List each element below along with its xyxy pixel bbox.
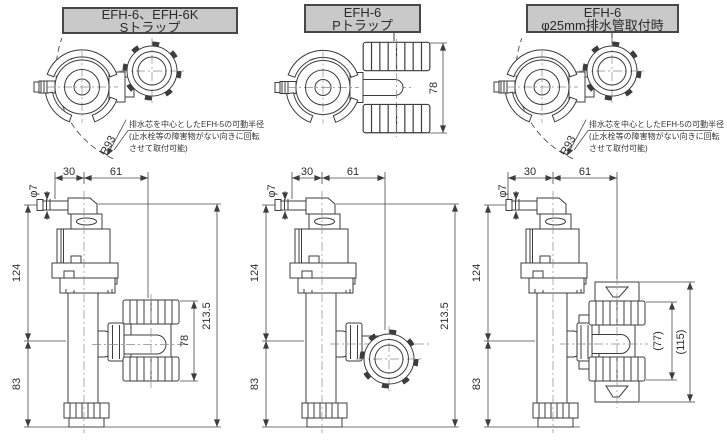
dim-77: (77) xyxy=(652,331,664,351)
dim-30: 30 xyxy=(524,166,536,178)
dim-61: 61 xyxy=(110,166,122,178)
dim-83: 83 xyxy=(11,378,23,390)
dim-phi7: φ7 xyxy=(497,184,509,197)
variant-label-line2: φ25mm排水管取付時 xyxy=(541,17,664,33)
dim-213-5: 213.5 xyxy=(439,302,451,330)
variant-label-line1: EFH-6 xyxy=(583,4,622,20)
rotation-note-line1: 排水芯を中心としたEFH-5の可動半径 xyxy=(589,120,725,129)
rotation-note-line1: 排水芯を中心としたEFH-5の可動半径 xyxy=(129,120,265,129)
r93-radius-line xyxy=(566,119,587,156)
variant-label-line2: Sトラップ xyxy=(119,19,181,35)
rotation-note: 排水芯を中心としたEFH-5の可動半径 (止水栓等の障害物がない向きに回転 させ… xyxy=(589,119,724,155)
panel2-dimensions: 30 61 φ7 124 83 213.5 xyxy=(249,166,459,428)
dim-124: 124 xyxy=(249,264,261,282)
variant-label-p-trap: EFH-6 Pトラップ xyxy=(304,4,421,33)
stop-valve-top xyxy=(493,49,579,124)
rotation-note-line2: (止水栓等の障害物がない向きに回転 xyxy=(129,132,260,141)
panel1-top-view: R93 xyxy=(33,38,252,160)
panel3-front-view xyxy=(505,190,648,434)
faucet-front xyxy=(274,190,357,434)
faucet-front xyxy=(36,190,119,434)
dim-78-top: 78 xyxy=(428,82,440,94)
rotation-note-line3: させて取付可能) xyxy=(129,144,188,153)
radius-label: R93 xyxy=(98,134,118,157)
dim-61: 61 xyxy=(579,166,591,178)
dim-83: 83 xyxy=(471,378,483,390)
dim-30: 30 xyxy=(63,166,75,178)
dim-61: 61 xyxy=(347,166,359,178)
dim-124: 124 xyxy=(11,264,23,282)
note-leader xyxy=(573,130,712,151)
stop-valve-top xyxy=(274,49,360,124)
panel3-dimensions: 30 61 φ7 124 83 (77) (115) xyxy=(471,166,695,428)
variant-label-line2: Pトラップ xyxy=(332,17,393,33)
dim-phi7: φ7 xyxy=(28,184,40,197)
rotation-note-line3: させて取付可能) xyxy=(589,144,648,153)
r93-arc xyxy=(55,38,114,160)
rotation-note-line2: (止水栓等の障害物がない向きに回転 xyxy=(589,132,720,141)
panel2-top-view: 78 xyxy=(274,33,447,137)
dim-115: (115) xyxy=(675,330,687,355)
panel1-dimensions: 30 61 φ7 124 83 78 213.5 xyxy=(11,166,221,428)
variant-label-25mm: EFH-6 φ25mm排水管取付時 xyxy=(526,4,679,33)
r93-radius-line xyxy=(106,119,127,156)
radius-label: R93 xyxy=(558,134,578,157)
variant-label-s-trap: EFH-6、EFH-6K Sトラップ xyxy=(62,7,238,34)
panel2-front-view xyxy=(274,190,430,434)
rotation-note: 排水芯を中心としたEFH-5の可動半径 (止水栓等の障害物がない向きに回転 させ… xyxy=(129,119,264,155)
dim-213-5: 213.5 xyxy=(201,302,213,330)
dim-phi7: φ7 xyxy=(266,184,278,197)
dim-30: 30 xyxy=(301,166,313,178)
variant-label-line1: EFH-6 xyxy=(343,4,382,20)
stop-valve-top xyxy=(33,49,119,124)
variant-label-line1: EFH-6、EFH-6K xyxy=(101,6,199,22)
dim-78: 78 xyxy=(179,335,191,347)
dim-83: 83 xyxy=(249,378,261,390)
panel1-front-view xyxy=(36,190,186,434)
dim-124: 124 xyxy=(471,264,483,282)
r93-arc xyxy=(515,38,574,160)
note-leader xyxy=(113,130,252,151)
faucet-front xyxy=(505,190,588,434)
